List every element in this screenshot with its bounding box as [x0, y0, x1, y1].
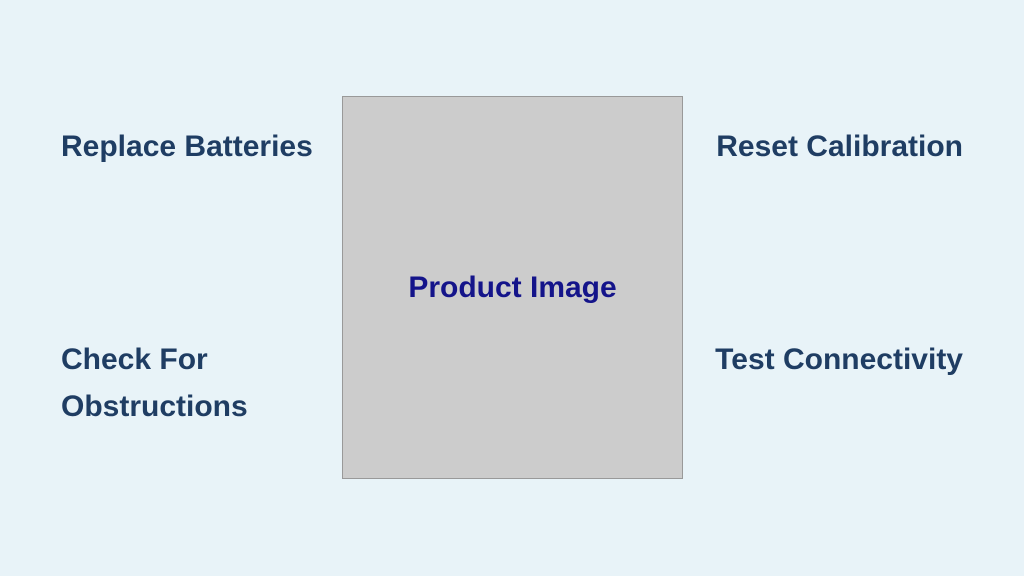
label-test-connectivity: Test Connectivity [715, 343, 963, 376]
label-line: Obstructions [61, 390, 248, 423]
product-image-placeholder: Product Image [342, 96, 683, 479]
label-replace-batteries: Replace Batteries [61, 130, 313, 163]
label-line: Check For [61, 343, 208, 376]
label-check-for-obstructions: Check For Obstructions [61, 336, 248, 430]
label-reset-calibration: Reset Calibration [716, 130, 963, 163]
product-image-text: Product Image [408, 270, 617, 304]
